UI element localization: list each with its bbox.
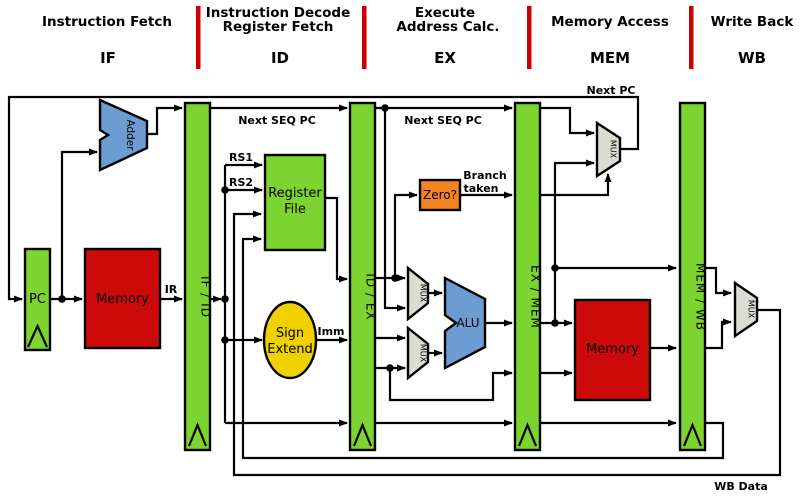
alu-mux-bottom: MUX xyxy=(406,325,430,381)
stage-abbr-wb: WB xyxy=(738,49,766,67)
junction-dots xyxy=(58,104,559,372)
zero-test-label: Zero? xyxy=(423,188,457,202)
stage-title-mem: Memory Access xyxy=(551,14,669,30)
register-id-ex: ID / EX xyxy=(348,101,378,452)
branch-taken-label-line1: Branch xyxy=(463,169,506,182)
wire-pc-to-adder xyxy=(60,148,98,299)
imm-label: Imm xyxy=(317,325,344,338)
wire-npc-to-nextpc-mux xyxy=(540,106,595,137)
adder: Adder xyxy=(98,98,149,172)
next-pc-label: Next PC xyxy=(587,84,636,97)
wire-npc-to-mux1 xyxy=(383,108,406,312)
pc-label: PC xyxy=(29,292,46,307)
wire-regfile-out xyxy=(325,196,348,283)
wire-labels: IR Next SEQ PC Next SEQ PC RS1 RS2 Imm B… xyxy=(165,84,768,493)
wire-adder-out xyxy=(147,104,183,136)
stage-abbr-mem: MEM xyxy=(590,49,630,67)
stage-separator xyxy=(527,6,532,69)
alu: ALU xyxy=(443,276,487,370)
stage-title-wb: Write Back xyxy=(711,14,795,30)
sign-extend-label-line1: Sign xyxy=(276,326,304,341)
stage-title-ex-line1: Execute xyxy=(415,5,475,21)
wire-b-bypass xyxy=(388,368,513,402)
stage-header: Instruction Fetch IF Instruction Decode … xyxy=(42,5,794,69)
mux-label: MUX xyxy=(609,140,618,159)
stage-separator xyxy=(689,6,694,69)
rs1-label: RS1 xyxy=(229,151,253,164)
wire-alu-to-wbmux xyxy=(705,266,732,297)
register-ex-mem-label: EX / MEM xyxy=(529,265,543,329)
register-ex-mem: EX / MEM xyxy=(513,101,543,452)
stage-title-id-line2: Register Fetch xyxy=(223,19,334,35)
clock-chevron-icon xyxy=(187,422,208,447)
register-mem-wb: MEM / WB xyxy=(678,101,708,452)
rs2-label: RS2 xyxy=(229,176,253,189)
wire-wb-data xyxy=(232,210,782,477)
wire-mem-to-wbmux xyxy=(705,318,732,350)
adder-label: Adder xyxy=(124,119,136,151)
stage-separator xyxy=(196,6,201,69)
pipeline-registers: IF / ID ID / EX EX / MEM MEM / WB xyxy=(183,101,708,452)
stage-title-id-line1: Instruction Decode xyxy=(206,5,351,21)
data-memory: Memory xyxy=(573,298,652,402)
mux-label: MUX xyxy=(419,344,428,363)
zero-test: Zero? xyxy=(418,178,462,212)
stage-abbr-ex: EX xyxy=(434,49,456,67)
wb-mux: MUX xyxy=(733,280,759,339)
register-mem-wb-label: MEM / WB xyxy=(694,263,708,331)
next-pc-mux: MUX xyxy=(595,120,622,179)
wire-next-pc-feedback xyxy=(7,95,640,303)
stage-title-ex-line2: Address Calc. xyxy=(396,19,499,35)
wire-a-to-zero xyxy=(393,191,418,278)
register-id-ex-label: ID / EX xyxy=(364,273,378,320)
register-file: Register File xyxy=(263,153,327,252)
instruction-memory-label: Memory xyxy=(96,292,149,307)
clock-chevron-icon xyxy=(26,323,49,348)
mux-label: MUX xyxy=(747,300,756,319)
clock-chevron-icon xyxy=(682,422,703,447)
register-file-label-line1: Register xyxy=(268,186,322,201)
sign-extend: Sign Extend xyxy=(262,300,318,380)
alu-label: ALU xyxy=(456,316,479,330)
clock-chevron-icon xyxy=(352,422,373,447)
next-seq-pc-id-label: Next SEQ PC xyxy=(238,114,316,127)
branch-taken-label-line2: taken xyxy=(464,182,499,195)
next-seq-pc-ex-label: Next SEQ PC xyxy=(404,114,482,127)
pc-register: PC xyxy=(23,247,52,352)
stage-abbr-id: ID xyxy=(271,49,289,67)
instruction-memory: Memory xyxy=(83,247,162,350)
sign-extend-label-line2: Extend xyxy=(267,342,313,357)
alu-mux-top: MUX xyxy=(406,265,430,322)
wb-data-label: WB Data xyxy=(714,480,768,493)
stage-title-if: Instruction Fetch xyxy=(42,14,172,30)
register-if-id-label: IF / ID xyxy=(199,276,213,318)
wire-dest-reg xyxy=(241,235,725,460)
clock-chevron-icon xyxy=(517,422,538,447)
stage-separator xyxy=(362,6,367,69)
data-memory-label: Memory xyxy=(586,342,639,357)
stage-abbr-if: IF xyxy=(100,49,116,67)
mux-label: MUX xyxy=(419,284,428,303)
ir-label: IR xyxy=(165,283,178,296)
register-if-id: IF / ID xyxy=(183,101,213,452)
wires xyxy=(7,95,782,477)
register-file-label-line2: File xyxy=(284,202,306,217)
wire-branch-select xyxy=(540,173,612,197)
